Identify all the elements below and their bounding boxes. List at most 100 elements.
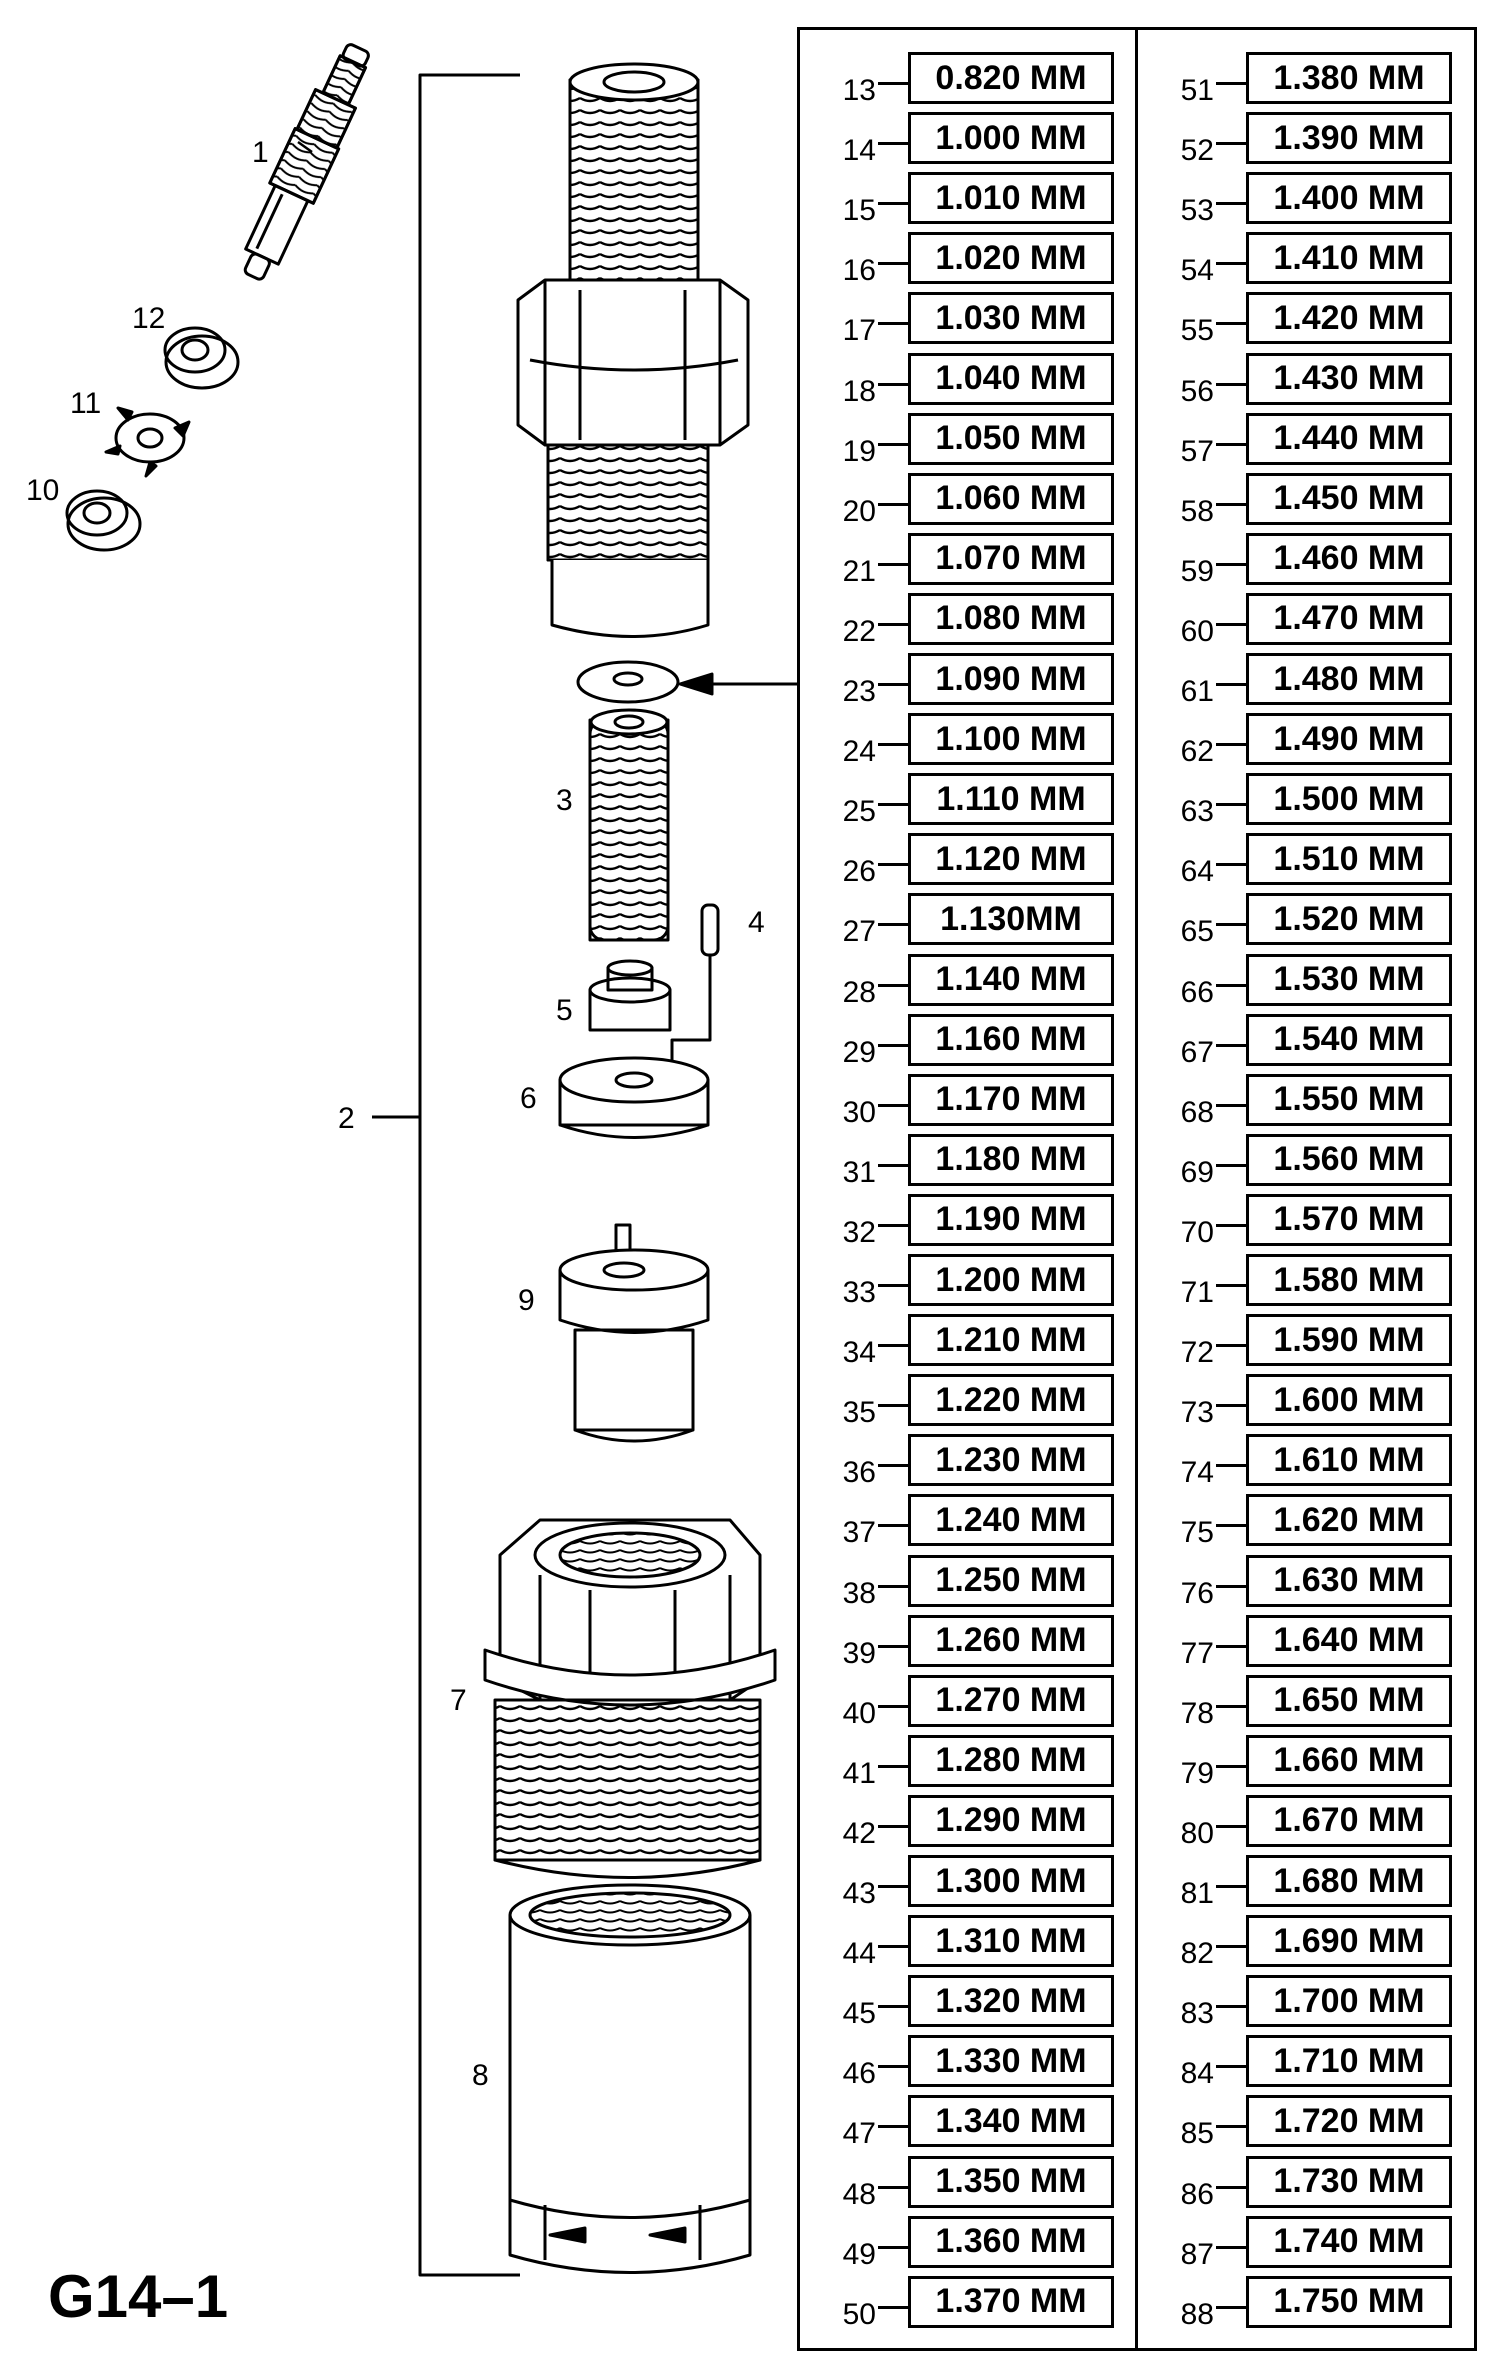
shim-thickness-box: 1.390 MM [1246,112,1452,165]
shim-thickness-box: 1.060 MM [908,472,1114,525]
shim-thickness-box: 1.600 MM [1246,1374,1452,1427]
leader-line [1216,1945,1246,1949]
shim-item-number: 85 [1180,2117,1214,2151]
shim-thickness-box: 1.320 MM [908,1975,1114,2028]
shim-item-number: 79 [1180,1756,1214,1790]
leader-line [878,382,908,386]
leader-line [878,2305,908,2309]
leader-line [878,2005,908,2009]
leader-line [878,502,908,506]
leader-line [878,2125,908,2129]
leader-line [1216,82,1246,85]
leader-line [1216,262,1246,266]
shim-row: 22 1.080 MM [800,591,1138,651]
shim-thickness-box: 1.550 MM [1246,1073,1452,1126]
shim-thickness-box: 1.590 MM [1246,1314,1452,1367]
shim-row: 68 1.550 MM [1138,1072,1476,1132]
leader-line [878,1644,908,1648]
callout-9: 9 [518,1284,535,1317]
leader-line [878,262,908,266]
shim-item-number: 38 [842,1576,876,1610]
shim-item-number: 48 [842,2177,876,2211]
assembly-bracket [372,73,520,2277]
callout-2: 2 [338,1102,355,1135]
shim-thickness-box: 1.430 MM [1246,352,1452,405]
shim-item-number: 13 [842,74,876,107]
leader-line [1216,1284,1246,1287]
shim-item-number: 14 [842,134,876,168]
shim-thickness-box: 1.330 MM [908,2035,1114,2088]
shim-item-number: 19 [842,434,876,468]
shim-item-number: 16 [842,254,876,288]
shim-thickness-box: 1.530 MM [1246,953,1452,1006]
shim-item-number: 27 [842,915,876,949]
part-5-spacer [588,959,672,1032]
shim-thickness-box: 1.140 MM [908,953,1114,1006]
leader-line [878,1223,908,1227]
shim-thickness-box: 1.360 MM [908,2215,1114,2268]
leader-line [878,1764,908,1768]
shim-item-number: 29 [842,1035,876,1069]
leader-line [1216,863,1246,867]
shim-thickness-box: 1.210 MM [908,1314,1114,1367]
leader-line [878,1824,908,1828]
shim-item-number: 74 [1180,1456,1214,1490]
shim-thickness-box: 1.480 MM [1246,653,1452,705]
shim-row: 67 1.540 MM [1138,1012,1476,1072]
leader-line [878,1464,908,1468]
callout-1: 1 [252,136,269,169]
leader-line [1216,1584,1246,1588]
shim-row: 85 1.720 MM [1138,2093,1476,2153]
shim-item-number: 71 [1180,1276,1214,1309]
leader-line [1216,2305,1246,2309]
leader-line [1216,923,1246,927]
shim-item-number: 81 [1180,1877,1214,1910]
leader-line [1216,1704,1246,1708]
shim-item-number: 40 [842,1696,876,1730]
shim-thickness-box: 1.370 MM [908,2275,1114,2328]
shim-thickness-box: 1.230 MM [908,1434,1114,1487]
part-6-disk [558,1056,710,1139]
shim-item-number: 37 [842,1516,876,1550]
shim-thickness-box: 1.540 MM [1246,1013,1452,1066]
leader-line [878,622,908,626]
shim-thickness-box: 1.110 MM [908,773,1114,826]
shim-thickness-box: 1.080 MM [908,592,1114,645]
shim-item-number: 67 [1180,1035,1214,1069]
shim-thickness-box: 1.240 MM [908,1494,1114,1547]
shim-item-number: 68 [1180,1095,1214,1129]
leader-line [1216,2065,1246,2069]
shim-thickness-box: 1.720 MM [1246,2095,1452,2148]
shim-item-number: 22 [842,614,876,648]
shim-item-number: 18 [842,374,876,408]
leader-line [1216,1223,1246,1227]
leader-line [878,562,908,566]
